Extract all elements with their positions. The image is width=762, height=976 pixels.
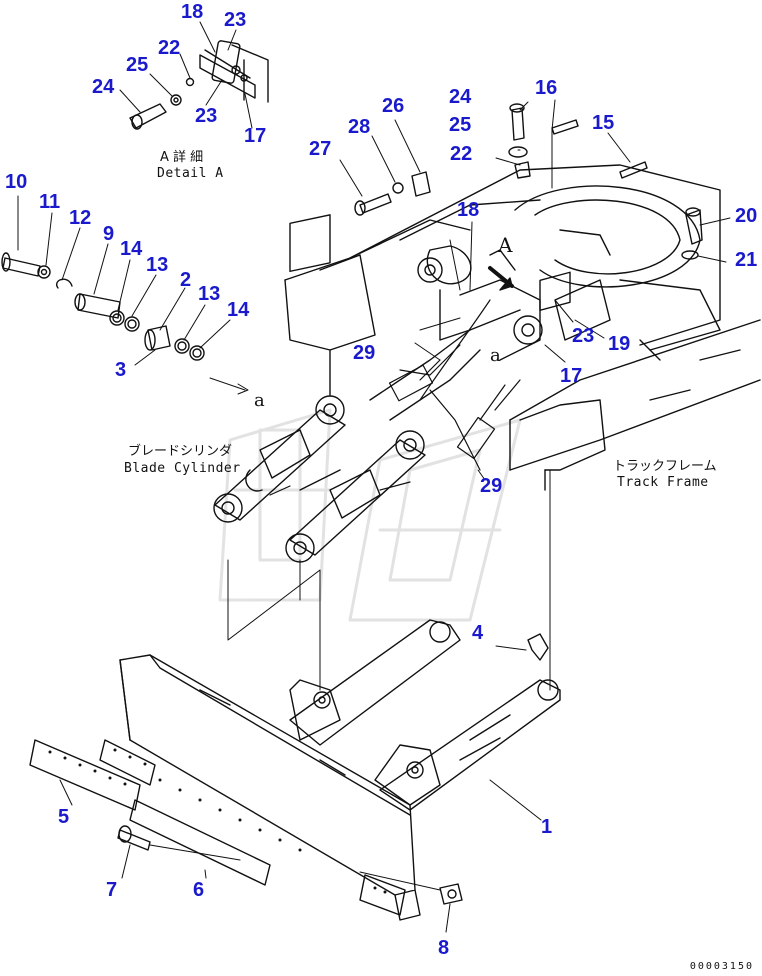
callout-number: 16 [535, 77, 558, 99]
callout-number: 9 [103, 223, 115, 245]
ref-a-left: a [254, 390, 265, 411]
blade-cylinders [213, 329, 481, 563]
track-frame-jp-label: トラックフレーム [613, 459, 717, 474]
figure-code: 00003150 [689, 961, 754, 972]
callout-number: 20 [735, 205, 758, 227]
callout-number: 29 [480, 475, 503, 497]
callout-number: 15 [592, 112, 615, 134]
callout-number: 14 [227, 299, 250, 321]
detail-a-en-label: Detail A [157, 166, 224, 181]
callout-number: 11 [39, 191, 61, 213]
callout-number: 25 [126, 54, 149, 76]
blade-cylinder-jp-label: ブレードシリンダ [128, 444, 233, 459]
callout-number: 25 [449, 114, 472, 136]
callout-number: 29 [353, 342, 376, 364]
dozer-blade [119, 654, 421, 921]
callout-number: 19 [608, 333, 631, 355]
callout-number: 24 [92, 76, 115, 98]
callout-number: 18 [181, 1, 204, 23]
callout-number: 12 [69, 207, 92, 229]
callout-number: 5 [58, 806, 70, 828]
callout-number: 14 [120, 238, 143, 260]
watermark-logo [218, 408, 522, 622]
callout-number: 24 [449, 86, 472, 108]
hardware-top [354, 103, 703, 260]
detail-a-assembly [129, 40, 269, 130]
view-a-arrow [488, 266, 514, 291]
ref-a-mid: a [490, 345, 501, 366]
callout-number: 2 [180, 269, 192, 291]
callout-number: 6 [193, 879, 205, 901]
callout-number: 3 [115, 359, 127, 381]
callout-number: 27 [309, 138, 332, 160]
callout-number: 18 [457, 199, 480, 221]
callout-number: 28 [348, 116, 371, 138]
main-leaders [59, 99, 731, 933]
detail-a-jp-label: A 詳 細 [160, 150, 204, 165]
callout-number: 7 [106, 879, 118, 901]
callout-number: 23 [572, 325, 595, 347]
detail-a-leaders [119, 21, 253, 129]
blade-arms [289, 619, 561, 811]
hydraulic-hoses [269, 299, 521, 496]
cylinder-pin-leaders [17, 195, 249, 395]
callout-number: 17 [560, 365, 583, 387]
bolt-holes [48, 748, 387, 894]
callout-number: 22 [158, 37, 181, 59]
callout-number: 26 [382, 95, 405, 117]
blade-cylinder-en-label: Blade Cylinder [124, 461, 241, 476]
callout-number: 8 [438, 937, 450, 959]
cylinder-pin-parts [1, 252, 205, 361]
callout-number: 4 [472, 622, 484, 644]
callout-number: 23 [195, 105, 218, 127]
view-a-letter: A [498, 233, 513, 257]
callout-number: 21 [735, 249, 758, 271]
cutting-edges [29, 739, 406, 916]
track-frame [509, 271, 761, 491]
callout-number: 1 [541, 816, 553, 838]
callout-number: 17 [244, 125, 267, 147]
callout-number: 10 [5, 171, 28, 193]
callout-number: 23 [224, 9, 247, 31]
callout-number: 13 [198, 283, 221, 305]
hardware-small [117, 633, 549, 905]
callout-number: 22 [450, 143, 473, 165]
callout-number: 13 [146, 254, 169, 276]
track-frame-en-label: Track Frame [617, 475, 709, 490]
